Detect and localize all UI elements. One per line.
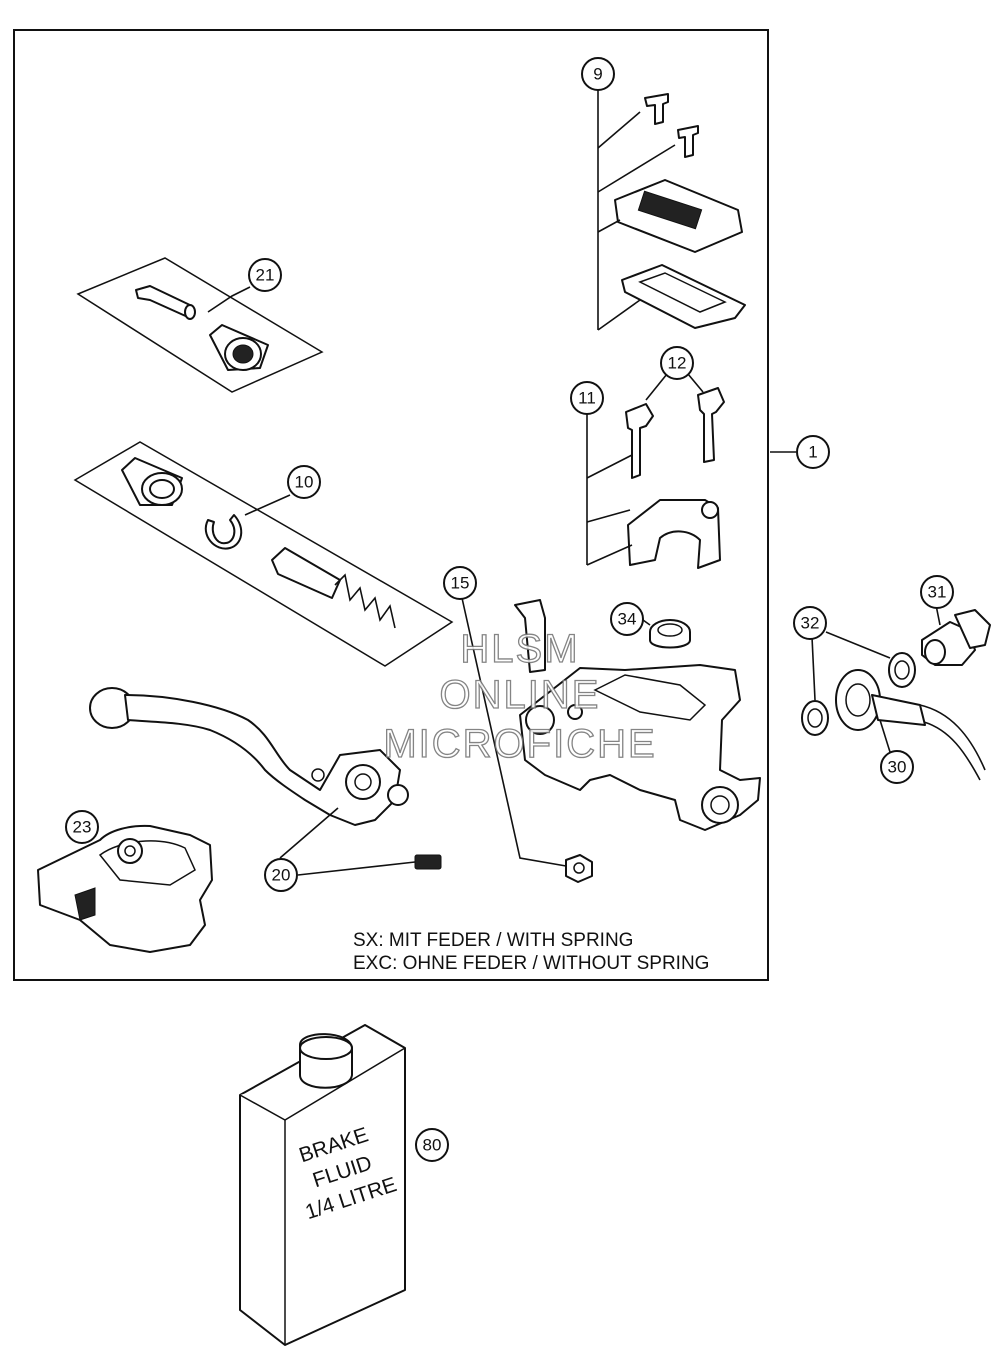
- watermark-line-3: MICROFICHE: [383, 722, 656, 766]
- part-30-brake-hose[interactable]: [835, 669, 986, 781]
- part-34-cap[interactable]: [649, 619, 691, 649]
- leader-lines: [207, 86, 941, 876]
- note-line-1: SX: MIT FEDER / WITH SPRING: [353, 930, 633, 951]
- part-32-washers[interactable]: [801, 652, 916, 736]
- part-23-guard[interactable]: [37, 824, 213, 953]
- callout-31-label: 31: [928, 583, 947, 602]
- callout-10-label: 10: [295, 473, 314, 492]
- part-9-cover-set[interactable]: [614, 93, 746, 329]
- callout-20-label: 20: [272, 866, 291, 885]
- spring: [334, 573, 396, 629]
- callout-21-label: 21: [256, 266, 275, 285]
- part-21-kit[interactable]: [76, 257, 324, 393]
- part-80-brake-fluid-can[interactable]: BRAKE FLUID 1/4 LITRE: [239, 1024, 406, 1346]
- callout-11-label: 11: [578, 389, 596, 408]
- master-cylinder-body[interactable]: [514, 599, 761, 831]
- callout-15[interactable]: 15: [443, 566, 477, 600]
- callout-9-label: 9: [593, 65, 602, 84]
- callout-30-label: 30: [888, 758, 907, 777]
- callout-32[interactable]: 32: [793, 606, 827, 640]
- watermark: HLSM ONLINE MICROFICHE: [383, 626, 656, 766]
- callout-30[interactable]: 30: [880, 750, 914, 784]
- callout-15-label: 15: [451, 574, 470, 593]
- part-20-pin[interactable]: [414, 854, 442, 870]
- callout-12-label: 12: [668, 354, 687, 373]
- callout-34-label: 34: [618, 610, 637, 629]
- watermark-line-1: HLSM: [460, 627, 579, 671]
- callout-9[interactable]: 9: [581, 57, 615, 91]
- callout-21[interactable]: 21: [248, 258, 282, 292]
- callout-23-label: 23: [73, 818, 92, 837]
- callout-1-label: 1: [808, 443, 817, 462]
- callout-31[interactable]: 31: [920, 575, 954, 609]
- callout-11[interactable]: 11: [570, 381, 604, 415]
- part-10-kit[interactable]: [73, 441, 454, 667]
- callout-34[interactable]: 34: [610, 602, 644, 636]
- callout-32-label: 32: [801, 614, 820, 633]
- watermark-line-2: ONLINE: [440, 673, 601, 717]
- callout-80-label: 80: [423, 1136, 442, 1155]
- brake-lever[interactable]: [89, 687, 409, 826]
- callout-1[interactable]: 1: [796, 435, 830, 469]
- callout-12[interactable]: 12: [660, 346, 694, 380]
- part-31-banjo-bolt[interactable]: [921, 609, 991, 666]
- callout-80[interactable]: 80: [415, 1128, 449, 1162]
- note-line-2: EXC: OHNE FEDER / WITHOUT SPRING: [353, 953, 709, 974]
- assembly-frame: [13, 29, 769, 981]
- callout-20[interactable]: 20: [264, 858, 298, 892]
- part-11-12-clamp-bolts[interactable]: [625, 387, 725, 569]
- part-15-nut[interactable]: [565, 854, 593, 883]
- callout-23[interactable]: 23: [65, 810, 99, 844]
- callout-10[interactable]: 10: [287, 465, 321, 499]
